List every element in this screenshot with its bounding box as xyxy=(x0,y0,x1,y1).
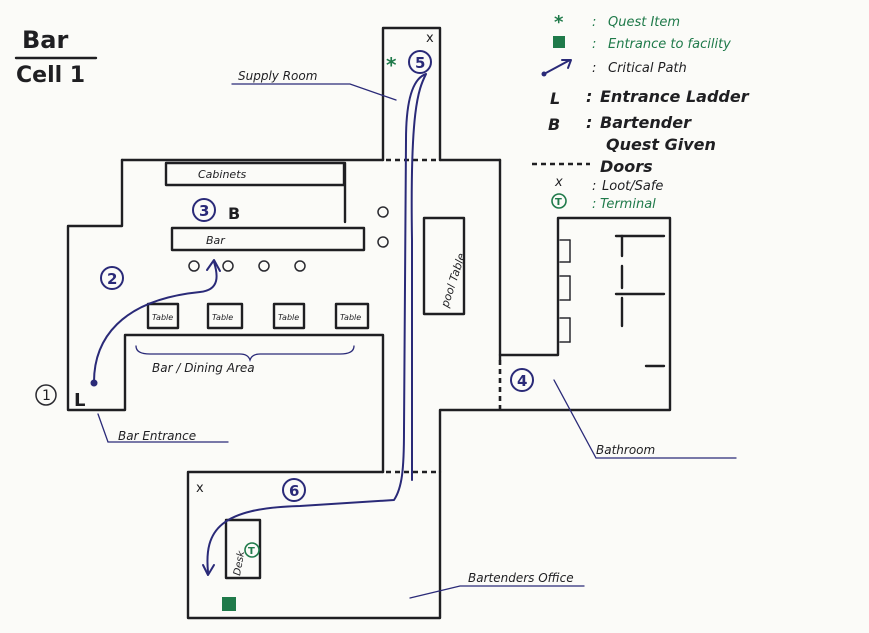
step-2: 2 xyxy=(107,270,117,288)
legend-quest-given: Quest Given xyxy=(606,135,716,154)
title-cell: Cell 1 xyxy=(16,63,85,88)
ladder-marker: L xyxy=(74,390,85,411)
svg-text::: : xyxy=(592,61,596,76)
office-desk: Desk T xyxy=(222,518,262,611)
cabinets xyxy=(164,161,346,187)
legend-ladder-symbol: L xyxy=(550,89,560,108)
svg-text::: : xyxy=(592,37,596,52)
loot-marker: x xyxy=(426,31,434,46)
bar-entrance-label: Bar Entrance xyxy=(118,429,196,443)
critical-path xyxy=(90,73,427,576)
bar-stool xyxy=(222,260,234,272)
bar-counter xyxy=(170,226,366,252)
wall-stool xyxy=(377,206,389,218)
svg-text:Table: Table xyxy=(340,313,361,322)
bathroom-fixtures xyxy=(559,234,666,368)
legend-loot-symbol: x xyxy=(554,175,563,190)
svg-text:Table: Table xyxy=(212,313,233,322)
supply-room-label: Supply Room xyxy=(238,69,317,83)
terminal-icon xyxy=(244,542,260,558)
table-2: Table xyxy=(206,302,244,330)
bar-counter-label: Bar xyxy=(206,234,226,247)
terminal-marker: T xyxy=(248,546,255,557)
wall-office xyxy=(186,470,442,620)
legend-doors: Doors xyxy=(600,157,653,176)
svg-text:Table: Table xyxy=(152,313,173,322)
legend-facility-entrance: Entrance to facility xyxy=(608,37,731,52)
svg-text::: : xyxy=(586,113,592,132)
legend-facility-entrance-icon xyxy=(553,36,565,48)
pool-table xyxy=(422,216,466,316)
markers: L B x x * xyxy=(74,31,434,496)
bartenders-office-label: Bartenders Office xyxy=(468,571,574,585)
wall-stool xyxy=(377,236,389,248)
legend-bartender-symbol: B xyxy=(548,115,560,134)
table-3: Table xyxy=(272,302,306,330)
bathroom-label: Bathroom xyxy=(596,443,655,457)
title-bar: Bar xyxy=(22,26,68,54)
step-1: 1 xyxy=(42,388,51,404)
svg-text:Table: Table xyxy=(278,313,299,322)
bartender-marker: B xyxy=(228,204,240,223)
critical-path-segment-1 xyxy=(93,261,218,383)
step-numbers: 1 2 3 4 5 6 xyxy=(35,50,534,502)
svg-text::: : xyxy=(592,15,596,30)
svg-text::: : xyxy=(592,197,596,212)
critical-path-segment-2 xyxy=(206,73,427,573)
dining-area-brace xyxy=(135,345,355,363)
wall-bar-right xyxy=(438,158,672,474)
svg-text::: : xyxy=(592,179,596,194)
bar-stool xyxy=(188,260,200,272)
table-1: Table xyxy=(146,302,180,330)
bar-stool xyxy=(258,260,270,272)
map-legend: * : Quest Item : Entrance to facility : … xyxy=(532,12,750,212)
critical-path-start xyxy=(90,379,98,387)
critical-path-arrowhead-1 xyxy=(206,259,221,272)
wall-bar-left-upper xyxy=(66,158,385,474)
legend-quest-item: Quest Item xyxy=(608,15,680,30)
room-labels: Supply Room Bar Entrance Bathroom Barten… xyxy=(97,69,737,599)
bar-stool xyxy=(294,260,306,272)
map-title: Bar Cell 1 xyxy=(14,26,98,88)
table-4: Table xyxy=(334,302,370,330)
legend-bartender: Bartender xyxy=(600,113,692,132)
step-6: 6 xyxy=(289,482,299,500)
legend-critical-path: Critical Path xyxy=(608,61,687,76)
walls xyxy=(66,26,672,620)
critical-path-arrowhead-2 xyxy=(202,564,215,576)
legend-critical-path-icon xyxy=(543,59,572,75)
legend-loot-safe: Loot/Safe xyxy=(602,179,663,194)
dining-area-label: Bar / Dining Area xyxy=(152,361,255,375)
step-3: 3 xyxy=(199,202,209,220)
cabinets-label: Cabinets xyxy=(198,168,247,181)
bar-furniture: Cabinets Bar Table Table Table Table xyxy=(135,161,468,375)
legend-terminal-symbol: T xyxy=(555,197,562,208)
facility-entrance-icon xyxy=(222,597,236,611)
loot-marker: x xyxy=(196,481,204,496)
svg-text::: : xyxy=(586,87,592,106)
legend-quest-item-symbol: * xyxy=(554,12,564,33)
legend-terminal-icon xyxy=(551,193,567,209)
step-5: 5 xyxy=(415,54,425,72)
legend-entrance-ladder: Entrance Ladder xyxy=(600,87,750,106)
quest-item-marker: * xyxy=(386,53,397,77)
desk-label: Desk xyxy=(232,549,247,577)
step-4: 4 xyxy=(517,372,527,390)
legend-terminal: Terminal xyxy=(600,197,656,212)
wall-supply-room xyxy=(381,26,442,162)
